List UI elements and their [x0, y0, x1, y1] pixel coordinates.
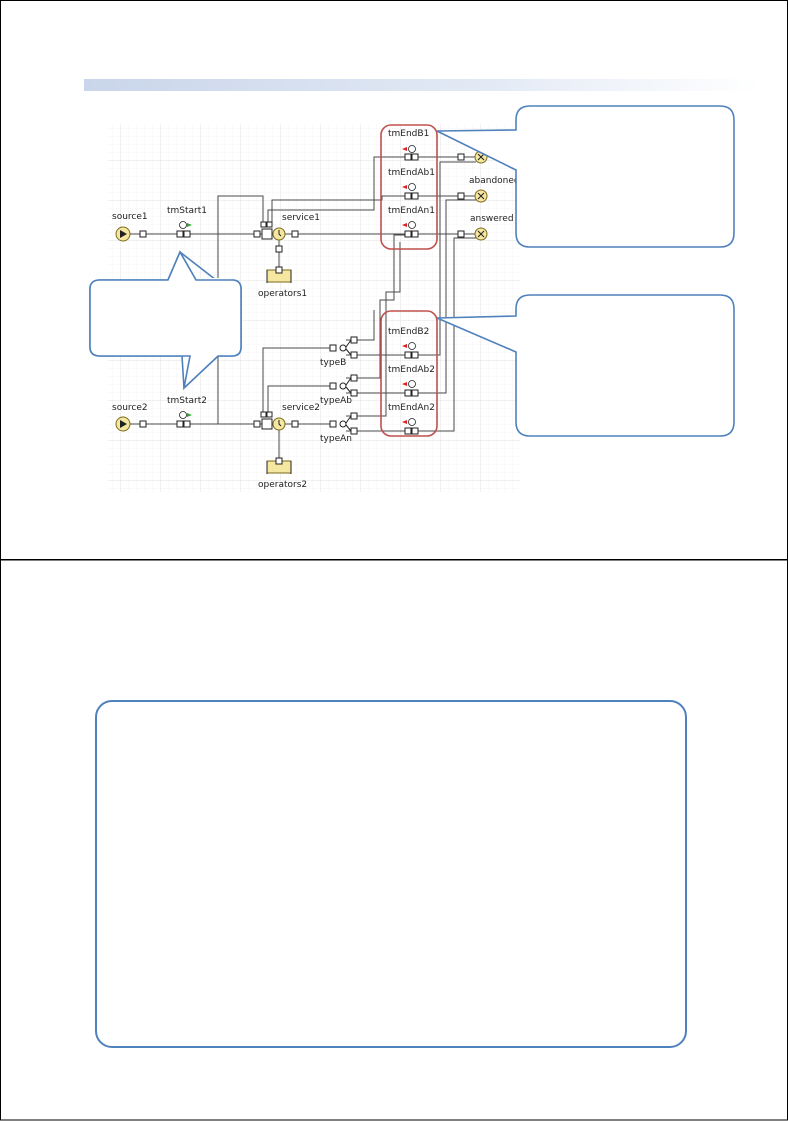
tmEndB1-label: tmEndB1 — [388, 129, 429, 139]
typeB-label: typeB — [320, 358, 346, 368]
tmStart1-node[interactable] — [176, 221, 192, 238]
typeB-node[interactable] — [339, 339, 352, 356]
service1-label: service1 — [282, 213, 320, 223]
highlight-group-1 — [380, 124, 438, 250]
abandoned-label: abandoned — [469, 176, 520, 186]
source1-label: source1 — [112, 212, 148, 222]
callout-tmend1 — [436, 105, 735, 248]
service2-label: service2 — [282, 403, 320, 413]
typeAb-node[interactable] — [339, 377, 352, 394]
tmEndB2-node[interactable] — [402, 342, 419, 359]
operators1-node[interactable] — [266, 266, 292, 283]
tmEndAn2-node[interactable] — [402, 418, 419, 435]
operators2-label: operators2 — [258, 480, 307, 490]
callout-tmend2 — [436, 294, 735, 437]
service2-node[interactable] — [260, 411, 286, 431]
source1-node[interactable] — [115, 226, 131, 242]
typeAn-node[interactable] — [339, 415, 352, 432]
tmEndAn1-node[interactable] — [402, 221, 419, 238]
ports — [139, 153, 465, 435]
typeAb-label: typeAb — [320, 396, 352, 406]
operators2-node[interactable] — [266, 457, 292, 474]
callout-tmstart — [89, 250, 242, 391]
tmEndB1-node[interactable] — [402, 145, 419, 161]
typeAn-label: typeAn — [320, 434, 352, 444]
slide-1: source1 source2 — [0, 0, 788, 560]
tmEndAn2-label: tmEndAn2 — [388, 403, 435, 413]
operators1-label: operators1 — [258, 289, 307, 299]
answered-node[interactable] — [474, 227, 488, 241]
tmStart2-node[interactable] — [176, 411, 192, 428]
tmEndB2-label: tmEndB2 — [388, 327, 429, 337]
tmEndAb2-label: tmEndAb2 — [388, 365, 435, 375]
source2-node[interactable] — [115, 416, 131, 432]
slide-banner — [84, 79, 760, 91]
tmEndAb1-label: tmEndAb1 — [388, 168, 435, 178]
tmStart1-label: tmStart1 — [167, 206, 207, 216]
service1-node[interactable] — [260, 221, 286, 241]
tmEndAn1-label: tmEndAn1 — [388, 206, 435, 216]
slide-2 — [0, 559, 788, 1121]
tmEndAb1-node[interactable] — [402, 183, 419, 200]
slide-2-text-box — [95, 700, 687, 1048]
answered-label: answered — [470, 214, 514, 224]
source2-label: source2 — [112, 403, 148, 413]
tmEndAb2-node[interactable] — [402, 380, 419, 397]
tmStart2-label: tmStart2 — [167, 396, 207, 406]
abandoned-node[interactable] — [474, 189, 488, 203]
highlight-group-2 — [380, 310, 438, 437]
